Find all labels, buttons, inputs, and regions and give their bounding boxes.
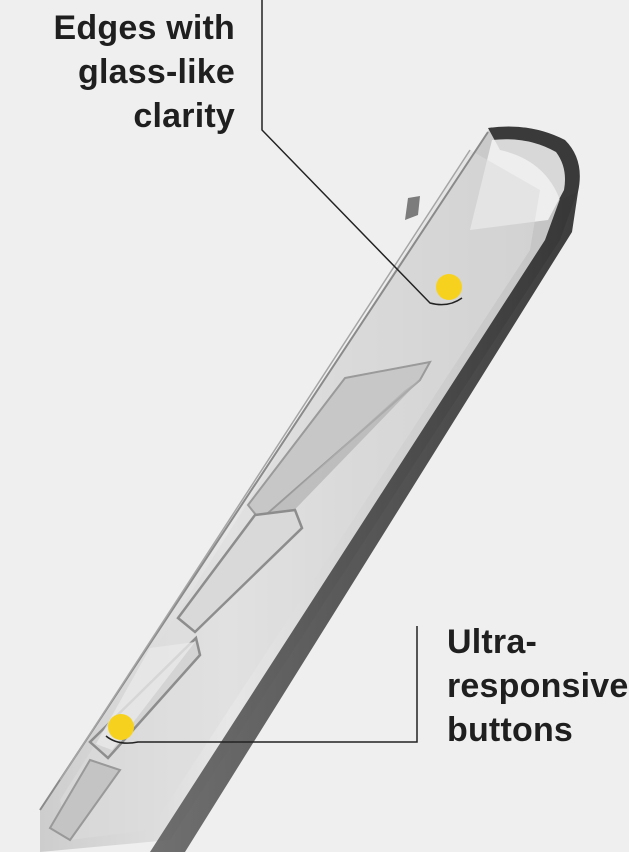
- callout-responsive-buttons: Ultra- responsive buttons: [447, 620, 629, 752]
- leader-line-bottom: [105, 626, 418, 744]
- leader-line-top: [261, 0, 463, 306]
- callout-top-line-3: clarity: [133, 97, 235, 135]
- callout-edges-clarity: Edges with glass-like clarity: [0, 6, 235, 138]
- callout-bottom-line-3: buttons: [447, 711, 574, 749]
- case-cutout-upper: [246, 360, 432, 530]
- callout-top-line-2: glass-like: [78, 53, 235, 91]
- callout-top-line-1: Edges with: [53, 9, 235, 47]
- case-cutout-lower: [48, 758, 122, 842]
- hotspot-dot-buttons[interactable]: [108, 714, 134, 740]
- leader-lines: [105, 0, 463, 744]
- callout-bottom-line-2: responsive: [447, 667, 629, 705]
- hotspot-dot-edges[interactable]: [436, 274, 462, 300]
- callout-bottom-line-1: Ultra-: [447, 623, 537, 661]
